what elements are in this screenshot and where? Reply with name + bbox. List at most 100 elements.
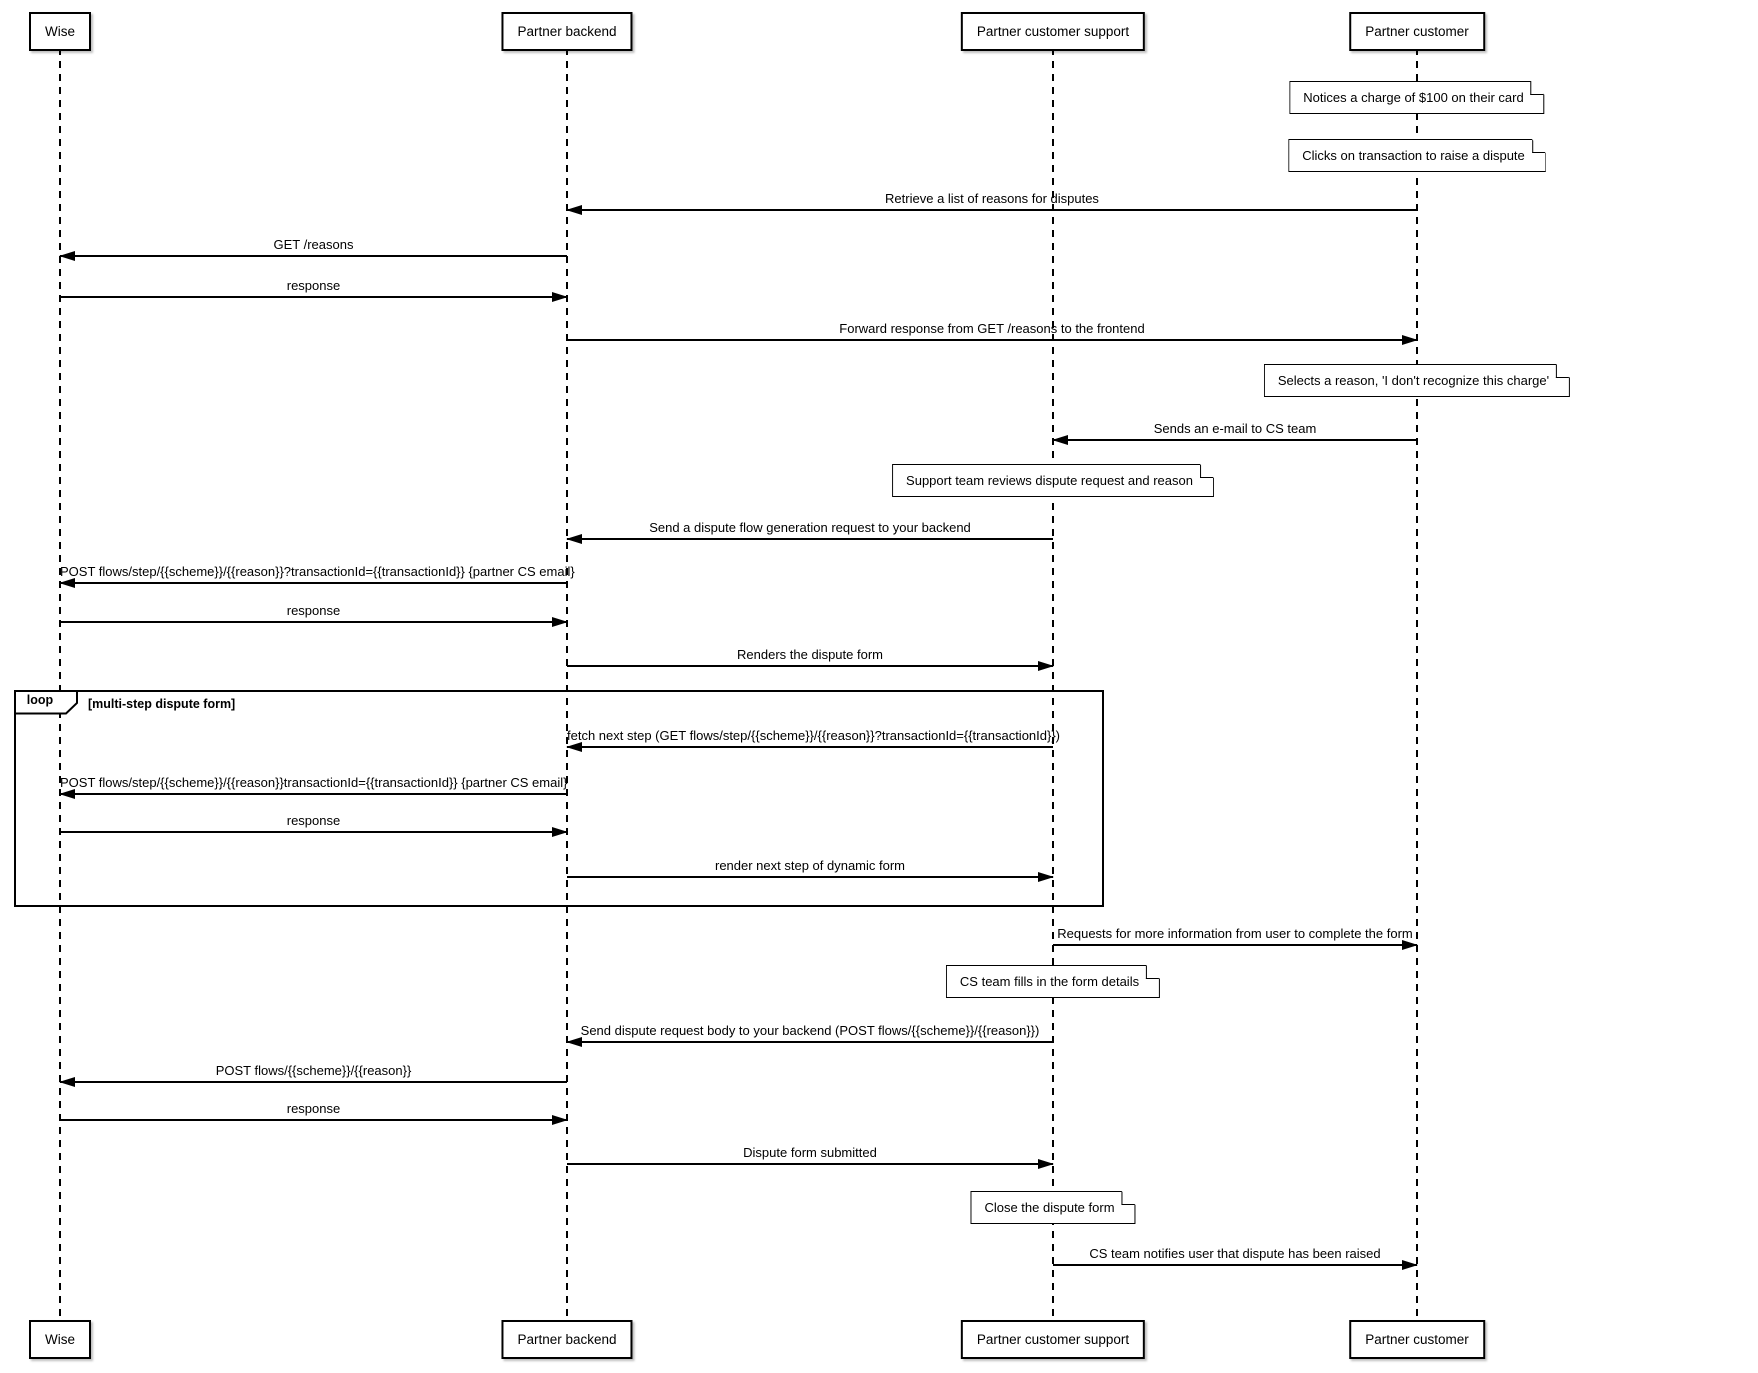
arrowhead-icon: [1038, 661, 1054, 672]
message-label: POST flows/{{scheme}}/{{reason}}: [215, 1063, 412, 1078]
note-text: Selects a reason, 'I don't recognize thi…: [1277, 373, 1550, 388]
arrowhead-icon: [59, 251, 75, 262]
fold-corner-icon: [1531, 82, 1544, 95]
message-label: response: [286, 1101, 341, 1116]
message-label: POST flows/step/{{scheme}}/{{reason}}tra…: [60, 775, 568, 790]
message-post-flows-step-2: POST flows/step/{{scheme}}/{{reason}}tra…: [59, 775, 568, 800]
actor-wise-top: Wise: [29, 12, 91, 51]
message-fetch-next-step: fetch next step (GET flows/step/{{scheme…: [566, 728, 1061, 753]
message-get-reasons: GET /reasons: [59, 237, 567, 262]
message-email-cs-team: Sends an e-mail to CS team: [1052, 421, 1417, 446]
arrow-line: [60, 255, 567, 257]
arrowhead-icon: [552, 292, 568, 303]
note-support-reviews: Support team reviews dispute request and…: [892, 464, 1214, 497]
lifeline-partner-customer: [1416, 48, 1418, 1320]
actor-partner-customer-bottom: Partner customer: [1349, 1320, 1485, 1359]
message-label: Send dispute request body to your backen…: [580, 1023, 1040, 1038]
fold-corner-icon: [1556, 365, 1569, 378]
arrow-line: [60, 296, 567, 298]
message-label: Forward response from GET /reasons to th…: [839, 321, 1145, 336]
message-notifies-user: CS team notifies user that dispute has b…: [1053, 1246, 1418, 1271]
arrowhead-icon: [566, 1037, 582, 1048]
loop-frame: loop [multi-step dispute form]: [14, 690, 1104, 907]
actor-partner-backend-top: Partner backend: [501, 12, 633, 51]
message-post-flows: POST flows/{{scheme}}/{{reason}}: [59, 1063, 567, 1088]
arrowhead-icon: [1038, 1159, 1054, 1170]
loop-condition: [multi-step dispute form]: [88, 697, 236, 711]
message-label: fetch next step (GET flows/step/{{scheme…: [567, 728, 1061, 743]
message-forward-response: Forward response from GET /reasons to th…: [567, 321, 1418, 346]
note-cs-fills-form: CS team fills in the form details: [946, 965, 1160, 998]
arrow-line: [567, 665, 1053, 667]
arrow-line: [60, 621, 567, 623]
fold-corner-icon: [1532, 140, 1545, 153]
loop-tag: loop: [14, 690, 80, 715]
message-retrieve-reasons: Retrieve a list of reasons for disputes: [566, 191, 1417, 216]
loop-keyword: loop: [26, 693, 54, 707]
message-requests-more-info: Requests for more information from user …: [1053, 926, 1418, 951]
arrow-line: [1053, 1264, 1417, 1266]
message-renders-dispute-form: Renders the dispute form: [567, 647, 1054, 672]
message-label: Dispute form submitted: [743, 1145, 877, 1160]
message-label: Send a dispute flow generation request t…: [649, 520, 971, 535]
fold-corner-icon: [1146, 966, 1159, 979]
note-selects-reason: Selects a reason, 'I don't recognize thi…: [1264, 364, 1570, 397]
arrow-line: [567, 1163, 1053, 1165]
arrow-line: [1053, 944, 1417, 946]
arrowhead-icon: [566, 742, 582, 753]
lifeline-wise: [59, 48, 61, 1320]
note-clicks-transaction: Clicks on transaction to raise a dispute: [1288, 139, 1546, 172]
fold-corner-icon: [1200, 465, 1213, 478]
arrow-line: [567, 538, 1053, 540]
message-label: GET /reasons: [273, 237, 354, 252]
arrowhead-icon: [1402, 940, 1418, 951]
actor-partner-backend-bottom: Partner backend: [501, 1320, 633, 1359]
message-label: response: [286, 813, 341, 828]
message-response-2: response: [60, 603, 568, 628]
message-label: POST flows/step/{{scheme}}/{{reason}}?tr…: [60, 564, 575, 579]
arrowhead-icon: [59, 789, 75, 800]
arrow-line: [60, 793, 567, 795]
note-text: Clicks on transaction to raise a dispute: [1302, 148, 1525, 163]
note-close-dispute-form: Close the dispute form: [970, 1191, 1135, 1224]
message-response-4: response: [60, 1101, 568, 1126]
arrow-line: [567, 209, 1417, 211]
actor-wise-bottom: Wise: [29, 1320, 91, 1359]
lifeline-partner-customer-support: [1052, 48, 1054, 1320]
note-text: Close the dispute form: [984, 1200, 1115, 1215]
arrow-line: [567, 339, 1417, 341]
loop-tag-icon: [14, 690, 78, 715]
arrowhead-icon: [566, 534, 582, 545]
actor-partner-customer-support-top: Partner customer support: [960, 12, 1146, 51]
arrowhead-icon: [552, 1115, 568, 1126]
message-post-flows-step-1: POST flows/step/{{scheme}}/{{reason}}?tr…: [59, 564, 575, 589]
message-dispute-flow-request: Send a dispute flow generation request t…: [566, 520, 1053, 545]
actor-partner-customer-top: Partner customer: [1349, 12, 1485, 51]
lifeline-partner-backend: [566, 48, 568, 1320]
arrow-line: [1053, 439, 1417, 441]
message-response-3: response: [60, 813, 568, 838]
arrowhead-icon: [1402, 1260, 1418, 1271]
note-text: CS team fills in the form details: [959, 974, 1140, 989]
arrow-line: [567, 1041, 1053, 1043]
message-label: Sends an e-mail to CS team: [1153, 421, 1317, 436]
message-render-next-step: render next step of dynamic form: [567, 858, 1054, 883]
arrowhead-icon: [552, 827, 568, 838]
note-text: Notices a charge of $100 on their card: [1303, 90, 1524, 105]
message-label: response: [286, 603, 341, 618]
message-label: Renders the dispute form: [737, 647, 883, 662]
arrowhead-icon: [1038, 872, 1054, 883]
arrowhead-icon: [1402, 335, 1418, 346]
arrowhead-icon: [59, 578, 75, 589]
arrowhead-icon: [59, 1077, 75, 1088]
arrow-line: [60, 831, 567, 833]
message-label: CS team notifies user that dispute has b…: [1089, 1246, 1381, 1261]
message-response-1: response: [60, 278, 568, 303]
arrow-line: [567, 876, 1053, 878]
message-dispute-form-submitted: Dispute form submitted: [567, 1145, 1054, 1170]
arrow-line: [60, 1081, 567, 1083]
arrowhead-icon: [566, 205, 582, 216]
note-text: Support team reviews dispute request and…: [906, 473, 1193, 488]
arrow-line: [567, 746, 1053, 748]
actor-partner-customer-support-bottom: Partner customer support: [960, 1320, 1146, 1359]
